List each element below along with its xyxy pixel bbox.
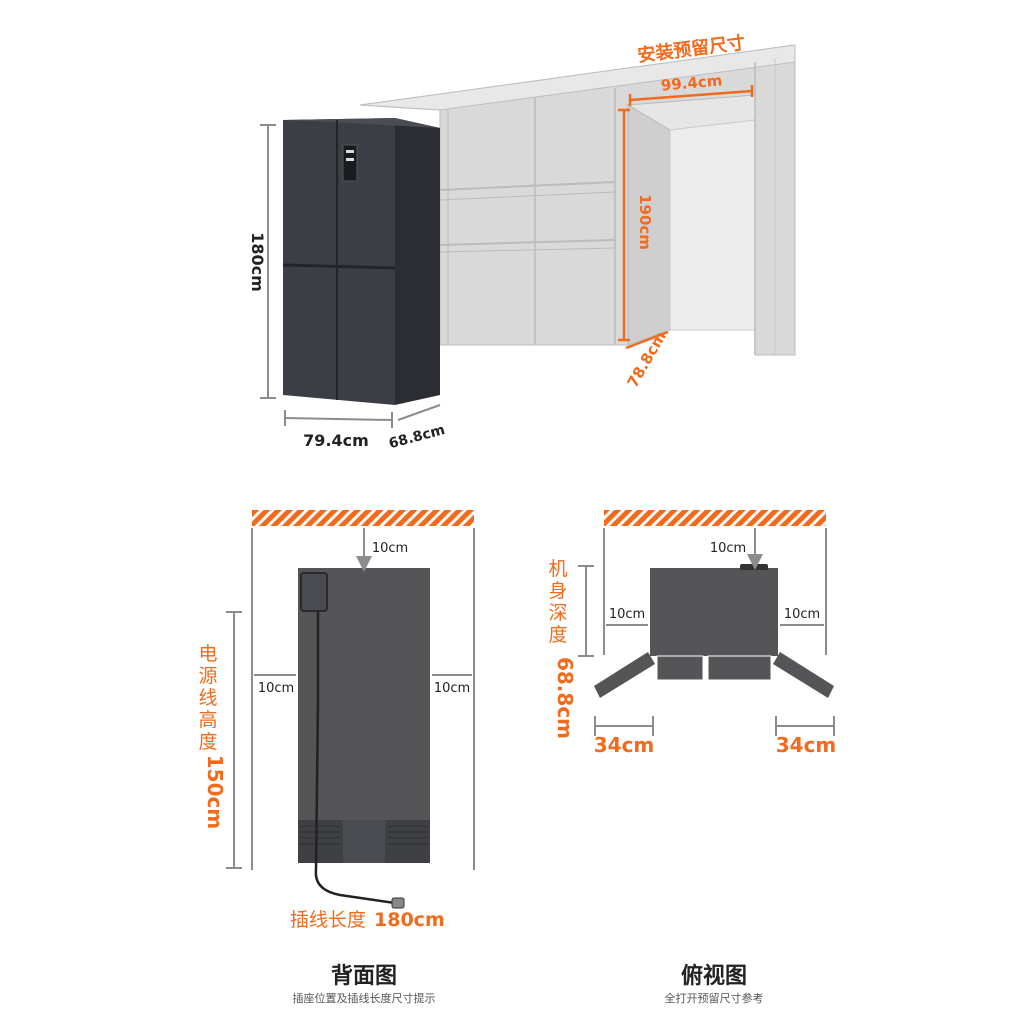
vertical-text: 电源线高度 <box>198 643 217 753</box>
vertical-char: 身 <box>548 580 567 602</box>
plug-length-label: 插线长度 180cm <box>290 909 445 931</box>
fridge-depth-label: 68.8cm <box>387 422 447 452</box>
top-view-caption-sub: 全打开预留尺寸参考 <box>664 992 764 1005</box>
power-cord <box>314 611 396 905</box>
vertical-char: 深 <box>548 602 567 624</box>
vertical-char: 度 <box>198 731 217 753</box>
plug-icon <box>391 897 405 909</box>
back-gap-arrows <box>226 528 472 869</box>
cabinet-wall <box>359 44 796 356</box>
fridge-back <box>298 568 430 863</box>
top-gap-arrows <box>578 528 835 736</box>
back-right-gap-label: 10cm <box>434 681 470 696</box>
power-height-label-vertical: 电源线高度 <box>198 643 217 753</box>
fridge-dimension-lines <box>260 124 441 428</box>
top-right-gap-label: 10cm <box>784 607 820 622</box>
fridge-height-label: 180cm <box>248 232 267 292</box>
back-view-caption-sub: 插座位置及插线长度尺寸提示 <box>292 992 436 1005</box>
vertical-char: 源 <box>198 665 217 687</box>
fridge-top-body <box>594 564 834 698</box>
vertical-char: 度 <box>548 624 567 646</box>
back-view-caption-title: 背面图 <box>330 964 397 989</box>
vertical-char: 线 <box>198 687 217 709</box>
fridge-3d <box>282 118 440 405</box>
niche-height-label: 190cm <box>636 194 654 250</box>
door-right-label: 34cm <box>776 733 837 757</box>
vertical-char: 高 <box>198 709 217 731</box>
back-left-gap-label: 10cm <box>258 681 294 696</box>
vertical-char: 电 <box>198 643 217 665</box>
depth-label-vertical: 机身深度 <box>548 558 567 646</box>
back-wall-hatch <box>252 510 474 526</box>
plug-length-text: 插线长度 <box>290 909 366 931</box>
niche-dimension-lines <box>618 85 754 350</box>
top-view-caption-title: 俯视图 <box>680 964 747 989</box>
back-top-gap-label: 10cm <box>372 541 408 556</box>
top-wall-hatch <box>604 510 826 526</box>
top-top-gap-label: 10cm <box>710 541 746 556</box>
plug-length-value: 180cm <box>374 909 445 931</box>
door-left-label: 34cm <box>594 733 655 757</box>
depth-value: 68.8cm <box>553 657 577 739</box>
vertical-char: 机 <box>548 558 567 580</box>
top-left-gap-label: 10cm <box>609 607 645 622</box>
niche-width-label: 99.4cm <box>660 71 723 94</box>
vertical-text: 机身深度 <box>548 558 567 646</box>
fridge-width-label: 79.4cm <box>303 431 369 450</box>
power-height-value: 150cm <box>203 755 227 829</box>
